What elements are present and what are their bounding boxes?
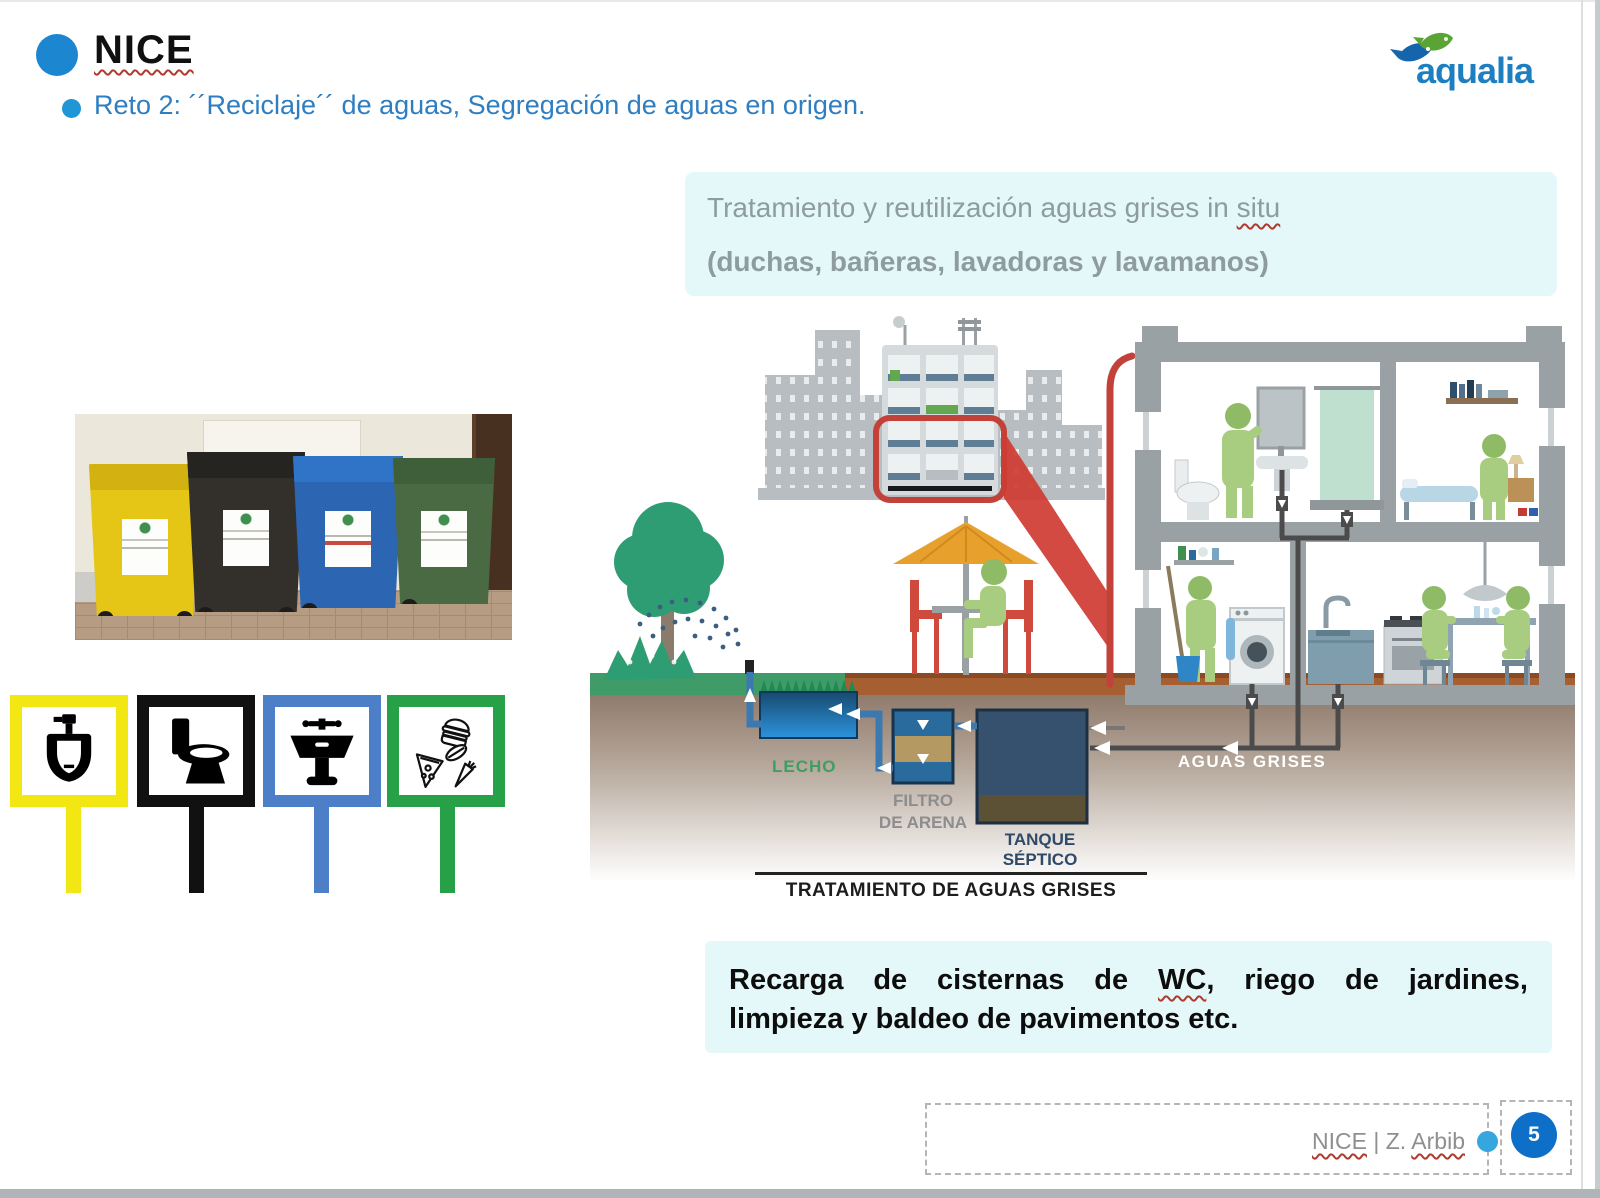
sprinkler-head xyxy=(745,660,754,674)
page-title: NICE xyxy=(94,28,194,73)
page-number: 5 xyxy=(1528,1123,1540,1146)
window-right-edge xyxy=(1595,0,1600,1198)
food-waste-icon xyxy=(415,718,477,788)
terrace-scene xyxy=(893,516,1039,675)
sign-food-waste xyxy=(387,695,505,807)
title-text: NICE xyxy=(94,28,194,72)
black-bin xyxy=(187,452,305,612)
apartment-building xyxy=(882,316,998,495)
bottombox-line1-tail: , riego de jardines, xyxy=(1206,964,1528,996)
house-structure xyxy=(1125,326,1575,705)
title-bullet-icon xyxy=(36,34,78,76)
blue-bin xyxy=(293,456,403,608)
slide-right-border xyxy=(1581,0,1583,1198)
bottombox-line2: limpieza y baldeo de pavimentos etc. xyxy=(729,1003,1239,1036)
bottombox-line1: Recarga de cisternas de WC, riego de jar… xyxy=(729,961,1528,1000)
city-skyline xyxy=(758,316,1105,503)
bottombox-spellcheck: WC xyxy=(1157,964,1207,996)
sign-food-waste-post xyxy=(440,806,455,893)
aqualia-fish-icon: aqualia xyxy=(1390,32,1536,91)
topbox-line2: (duchas, bañeras, lavadoras y lavamanos) xyxy=(707,246,1269,277)
flow-arrows xyxy=(744,688,971,774)
footer-dot-icon xyxy=(1477,1131,1498,1152)
balcony-plants xyxy=(888,374,994,480)
topbox-line1-text: Tratamiento y reutilización aguas grises… xyxy=(707,192,1237,223)
label-filtro-2: DE ARENA xyxy=(879,813,967,832)
zoom-beam xyxy=(1004,432,1110,650)
label-filtro-1: FILTRO xyxy=(893,791,953,810)
label-aguas-grises: AGUAS GRISES xyxy=(1178,752,1326,771)
topbox-line1-spellcheck: situ xyxy=(1236,192,1281,223)
slide-subtitle: Reto 2: ´´Reciclaje´´ de aguas, Segregac… xyxy=(94,90,866,120)
sign-toilet-post xyxy=(189,806,204,893)
aqualia-logo: aqualia xyxy=(1390,26,1560,92)
drain-markers xyxy=(1246,496,1353,709)
red-bracket-line xyxy=(1106,352,1136,688)
footer-separator: | Z. xyxy=(1366,1128,1412,1154)
laundry-room xyxy=(1166,546,1285,685)
sign-washbasin xyxy=(263,695,381,807)
greywater-diagram: AGUAS GRISES LECHO FILTRO DE ARENA TANQU… xyxy=(590,316,1575,908)
footer-credit: NICE | Z. Arbib xyxy=(1120,1128,1465,1155)
label-tanque-1: TANQUE xyxy=(1005,830,1076,849)
topbox-line1: Tratamiento y reutilización aguas grises… xyxy=(707,192,1535,224)
tree xyxy=(614,502,724,676)
caption-rule xyxy=(755,872,1147,875)
window-bottom-edge xyxy=(0,1189,1600,1198)
green-bin xyxy=(393,458,495,604)
lecho-tank xyxy=(759,691,858,739)
page-number-placeholder xyxy=(1500,1100,1572,1175)
sign-urinal xyxy=(10,695,128,807)
house-cross-section: AGUAS GRISES xyxy=(1089,326,1575,771)
label-tratamiento: TRATAMIENTO DE AGUAS GRISES xyxy=(786,880,1117,901)
sign-washbasin-post xyxy=(314,806,329,893)
seated-person xyxy=(964,559,1007,658)
urinal-icon xyxy=(46,714,92,782)
bush xyxy=(604,636,696,680)
reuse-textbox: Recarga de cisternas de WC, riego de jar… xyxy=(705,941,1552,1053)
footer-author: Arbib xyxy=(1411,1128,1465,1154)
label-tanque-2: SÉPTICO xyxy=(1003,850,1078,869)
logo-wordmark: aqualia xyxy=(1416,50,1535,91)
septic-tank xyxy=(975,708,1089,825)
shower-curtain xyxy=(1320,390,1374,502)
label-lecho: LECHO xyxy=(772,757,837,776)
red-chairs xyxy=(910,580,1033,674)
footer-project: NICE xyxy=(1312,1128,1367,1154)
yellow-bin xyxy=(89,464,201,616)
washbasin-icon xyxy=(290,718,354,786)
window-top-edge xyxy=(0,0,1600,2)
bottombox-line1-text: Recarga de cisternas de xyxy=(729,964,1158,996)
sign-urinal-post xyxy=(66,806,81,893)
subtitle-bullet-icon xyxy=(62,99,81,118)
sand-filter-tank xyxy=(891,708,955,785)
sprinkler-spray xyxy=(637,597,741,650)
greywater-treatment-textbox: Tratamiento y reutilización aguas grises… xyxy=(685,172,1557,296)
recycling-bins-photo xyxy=(75,414,512,640)
bathroom xyxy=(1174,386,1384,520)
bedroom xyxy=(1400,380,1538,520)
kitchen-dining xyxy=(1308,542,1536,685)
page-number-badge: 5 xyxy=(1511,1112,1557,1158)
sign-toilet xyxy=(137,695,255,807)
toilet-icon xyxy=(172,718,230,784)
